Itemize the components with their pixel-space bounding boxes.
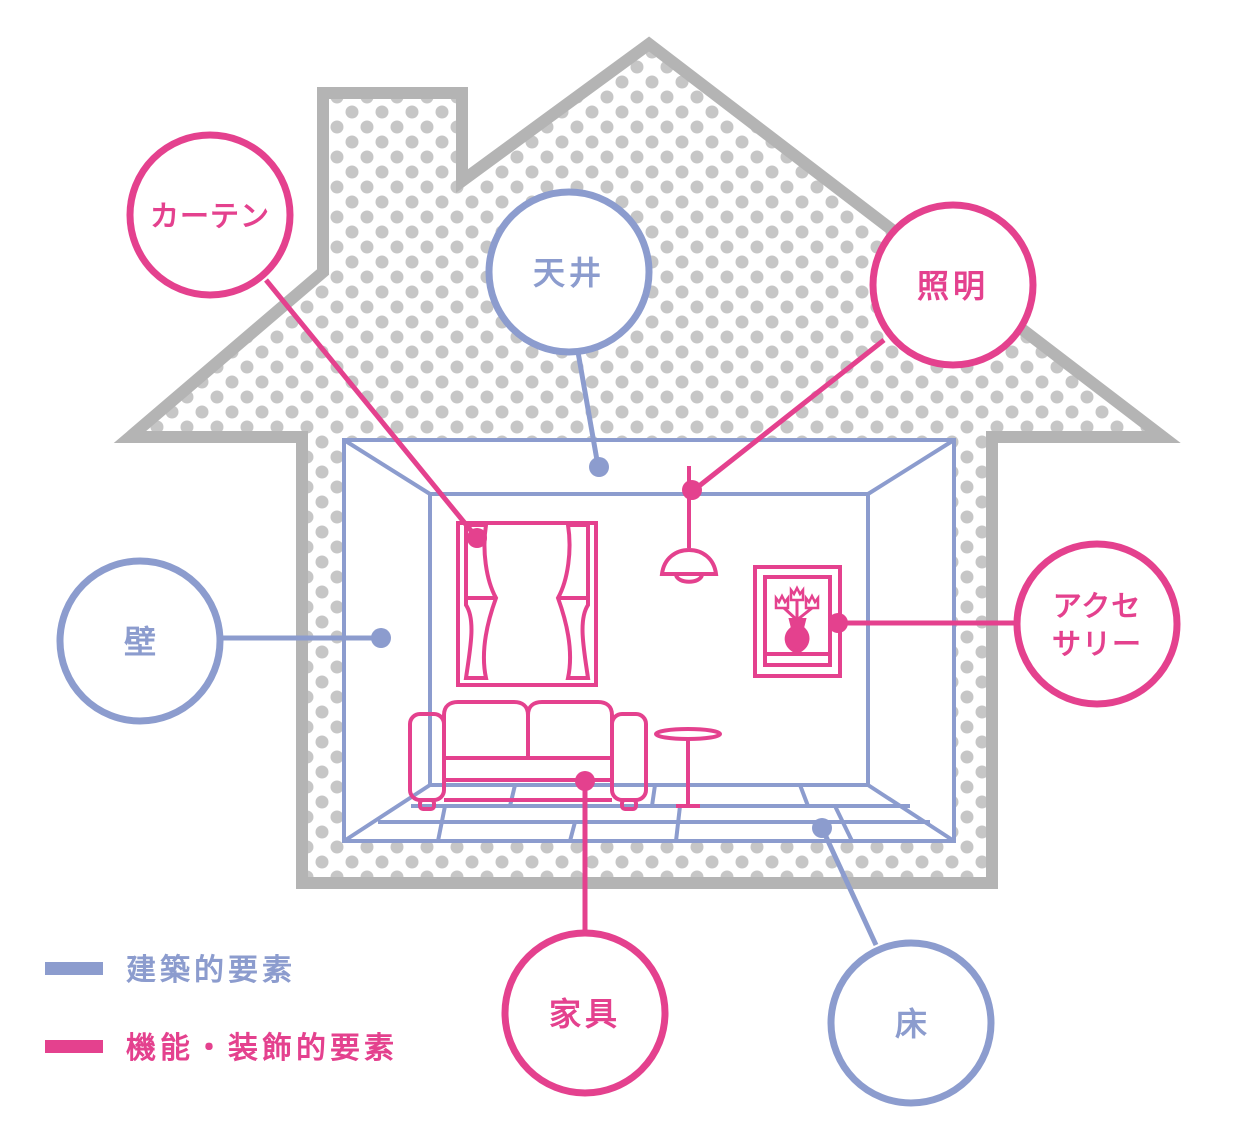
label-accessory-text-line2: サリー: [1052, 627, 1142, 661]
legend-swatch-architectural: [45, 962, 103, 975]
connector-curtain: [264, 278, 479, 540]
sofa-seat: [442, 756, 614, 782]
window-frame: [456, 521, 598, 687]
room-edge-top-left: [342, 438, 432, 496]
room-edge-bottom-right: [866, 783, 956, 843]
label-wall: 壁: [56, 557, 224, 725]
label-lighting-text: 照明: [917, 267, 989, 305]
label-ceiling: 天井: [485, 188, 653, 356]
connector-lines: [221, 278, 1018, 947]
connector-lighting: [692, 338, 886, 492]
vase: [784, 618, 810, 655]
connector-dots: [371, 457, 848, 838]
floor-tile-line: [674, 805, 682, 842]
connector-ceiling: [575, 351, 601, 467]
dot-wall: [371, 628, 391, 648]
flower-stem: [796, 606, 813, 622]
dot-accessory: [828, 613, 848, 633]
sofa-back-right: [526, 700, 614, 758]
tulip-flower: [789, 585, 805, 602]
dot-ceiling: [589, 457, 609, 477]
flower-stem: [782, 606, 799, 622]
legend-decorative-text: 機能・装飾的要素: [126, 1031, 398, 1066]
curtain-left: [463, 523, 499, 680]
pendant-lamp-illustration: [659, 466, 719, 584]
room-structure: [342, 438, 956, 843]
floor-tile-line: [650, 784, 657, 807]
dot-lighting: [682, 480, 702, 500]
floor-tile-line: [436, 805, 447, 842]
room-edge-bottom-left: [342, 783, 432, 843]
label-floor: 床: [827, 939, 995, 1107]
label-accessory: アクセ サリー: [1013, 540, 1181, 708]
label-furniture-text: 家具: [549, 995, 621, 1033]
window-curtain-illustration: [456, 521, 598, 687]
label-lighting: 照明: [869, 201, 1037, 369]
connector-floor: [819, 826, 879, 947]
room-outer-wall: [342, 438, 956, 843]
tulip-flower: [804, 593, 820, 610]
label-curtain: カーテン: [126, 131, 294, 299]
label-curtain-text: カーテン: [150, 199, 270, 233]
curtain-right: [555, 523, 591, 680]
dot-furniture: [575, 771, 595, 791]
floor-tile-line: [568, 821, 577, 842]
legend-architectural-text: 建築的要素: [126, 953, 296, 988]
tulip-flower: [774, 593, 790, 610]
legend-swatch-decorative: [45, 1040, 103, 1053]
dot-curtain: [467, 528, 487, 548]
lamp-bulb: [674, 574, 704, 584]
sofa-leg: [620, 798, 638, 811]
lamp-shade: [659, 547, 719, 576]
room-back-wall: [428, 492, 870, 787]
legend: 建築的要素 機能・装飾的要素: [45, 953, 398, 1066]
sofa-leg: [418, 798, 436, 811]
label-furniture: 家具: [501, 929, 669, 1097]
label-floor-text: 床: [895, 1005, 927, 1043]
floor-tile-line: [833, 805, 854, 842]
label-wall-text: 壁: [124, 623, 156, 661]
room-edge-top-right: [866, 438, 956, 496]
side-table-illustration: [654, 727, 722, 808]
floor-tile-line: [508, 784, 517, 807]
dot-floor: [812, 818, 832, 838]
label-accessory-text-line1: アクセ: [1053, 589, 1142, 623]
floor-tile-line: [798, 784, 810, 807]
sofa-illustration: [408, 700, 648, 811]
label-ceiling-text: 天井: [533, 254, 605, 292]
